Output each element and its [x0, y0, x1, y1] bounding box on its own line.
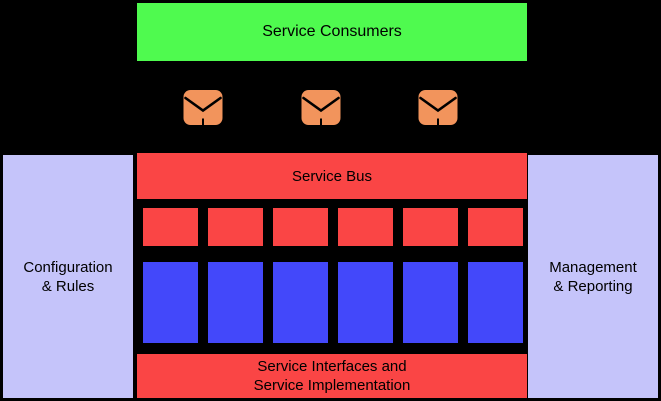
- service-consumers-box: Service Consumers: [137, 3, 527, 61]
- management-reporting-label-line2: & Reporting: [553, 277, 633, 295]
- service-interface-block: [273, 208, 328, 246]
- service-interface-block: [143, 208, 198, 246]
- management-reporting-panel: Management & Reporting: [528, 155, 658, 398]
- service-implementation-block: [208, 262, 263, 343]
- service-interface-block: [403, 208, 458, 246]
- service-bus-label: Service Bus: [291, 167, 373, 185]
- service-implementation-blocks-row: [143, 262, 523, 343]
- configuration-rules-panel: Configuration & Rules: [3, 155, 133, 398]
- service-interface-block: [208, 208, 263, 246]
- service-implementation-block: [403, 262, 458, 343]
- service-interface-blocks-row: [143, 208, 523, 246]
- management-reporting-label-line1: Management: [549, 258, 637, 276]
- configuration-rules-label-line1: Configuration: [23, 258, 113, 276]
- configuration-rules-label-line2: & Rules: [41, 277, 95, 295]
- service-interface-block: [338, 208, 393, 246]
- service-implementation-block: [273, 262, 328, 343]
- service-implementation-block: [338, 262, 393, 343]
- service-interface-block: [468, 208, 523, 246]
- service-interfaces-implementation-bar: Service Interfaces and Service Implement…: [137, 354, 527, 398]
- envelope-icon: [301, 89, 341, 126]
- message-envelopes-row: [183, 89, 458, 126]
- service-interfaces-label-line1: Service Interfaces and: [257, 358, 407, 375]
- service-bus-bar: Service Bus: [137, 153, 527, 199]
- service-consumers-label: Service Consumers: [262, 23, 402, 40]
- envelope-icon: [183, 89, 223, 126]
- service-interfaces-label-line2: Service Implementation: [253, 377, 411, 394]
- service-implementation-block: [468, 262, 523, 343]
- envelope-icon: [418, 89, 458, 126]
- service-implementation-block: [143, 262, 198, 343]
